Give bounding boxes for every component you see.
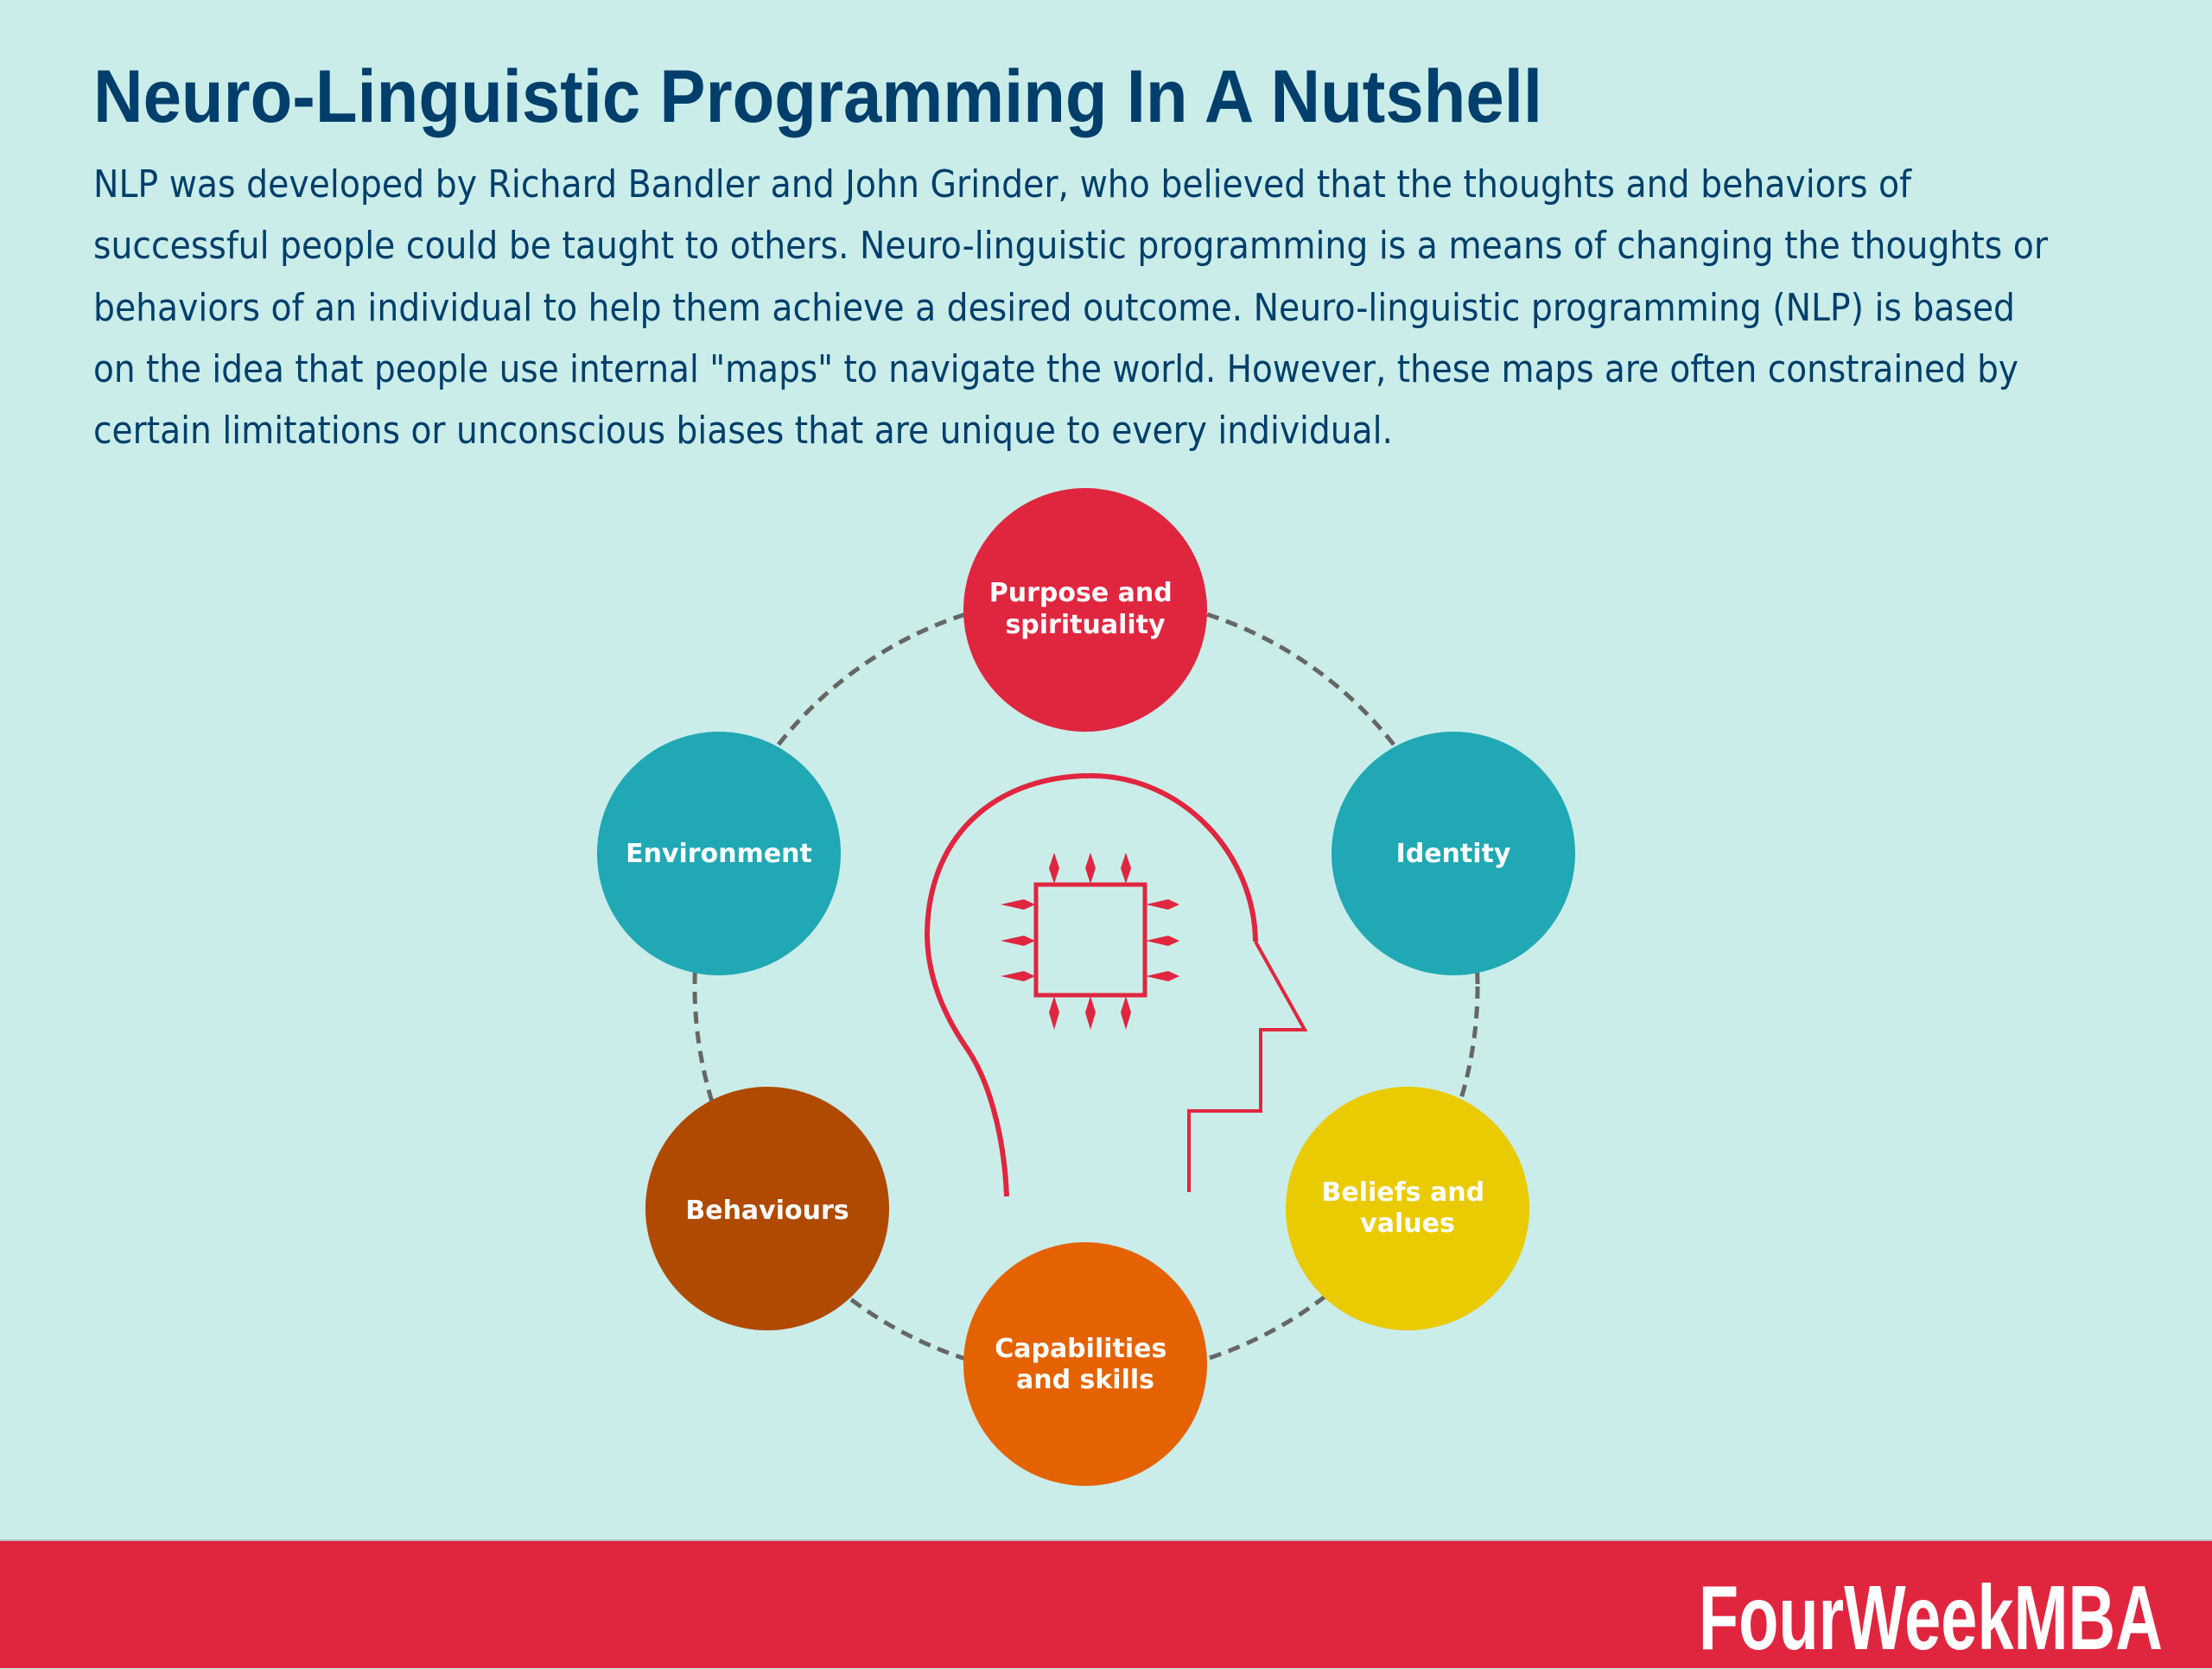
intro-line: certain limitations or unconscious biase… xyxy=(93,409,1393,454)
node-behaviours: Behaviours xyxy=(645,1087,889,1330)
intro-line: behaviors of an individual to help them … xyxy=(93,285,2015,330)
node-capabilities: Capabilities and skills xyxy=(963,1242,1207,1486)
node-circle xyxy=(963,1242,1207,1486)
page-title: Neuro-Linguistic Programming In A Nutshe… xyxy=(93,55,1542,138)
footer-bar: FourWeekMBA xyxy=(0,1539,2212,1668)
node-label: Beliefs and values xyxy=(1321,1177,1493,1239)
node-circle xyxy=(963,488,1207,732)
node-circle xyxy=(1286,1087,1529,1330)
chip-body xyxy=(1033,882,1147,998)
node-label: Behaviours xyxy=(685,1196,849,1226)
node-circle xyxy=(645,1087,889,1330)
node-circle xyxy=(597,732,841,975)
node-identity: Identity xyxy=(1332,732,1575,975)
head-with-chip-icon xyxy=(924,772,1308,1197)
face-profile xyxy=(1187,941,1308,1192)
brand-logo: FourWeekMBA xyxy=(1699,1567,2163,1669)
node-purpose: Purpose and spirituality xyxy=(963,488,1207,732)
intro-paragraph: NLP was developed by Richard Bandler and… xyxy=(93,154,2081,461)
intro-line: NLP was developed by Richard Bandler and… xyxy=(93,162,1911,206)
intro-line: successful people could be taught to oth… xyxy=(93,224,2048,269)
chip-pins xyxy=(1001,853,1179,1030)
head-outline xyxy=(924,772,1258,1197)
node-label: Capabilities and skills xyxy=(995,1334,1176,1395)
intro-line: on the idea that people use internal "ma… xyxy=(93,346,2018,391)
node-environment: Environment xyxy=(597,732,841,975)
node-label: Identity xyxy=(1396,839,1511,869)
node-label: Purpose and spirituality xyxy=(989,578,1181,640)
node-circle xyxy=(1332,732,1575,975)
node-label: Environment xyxy=(626,839,812,869)
dashed-ring xyxy=(692,593,1480,1380)
node-beliefs: Beliefs and values xyxy=(1286,1087,1529,1330)
